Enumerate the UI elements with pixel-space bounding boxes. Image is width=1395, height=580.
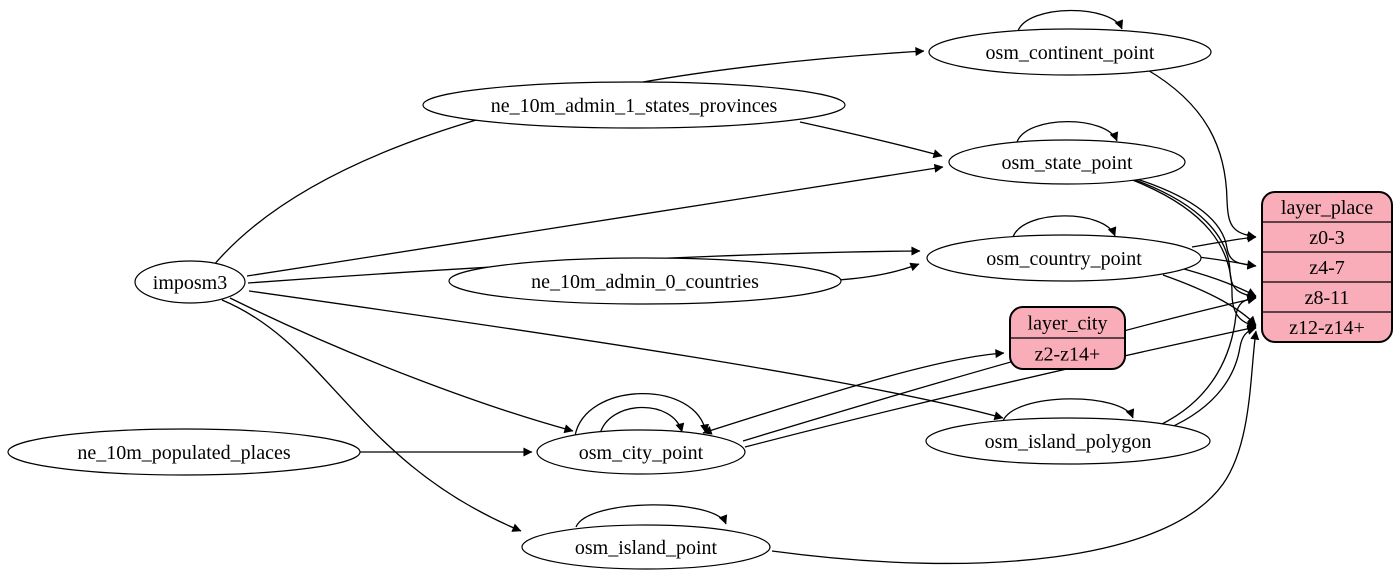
node-ne_10m_populated_places: ne_10m_populated_places — [7, 428, 361, 476]
node-label-osm_island_point: osm_island_point — [575, 537, 718, 559]
edge-imposm3-to-osm_state_point — [246, 163, 944, 277]
edge-osm_island_polygon-to-layer_place-z8-11 — [1159, 294, 1257, 426]
self-loop-edge-osm_city_point — [599, 406, 685, 435]
edge-osm_country_point-to-layer_place-z12-z14+ — [1162, 274, 1257, 326]
node-osm_state_point: osm_state_point — [948, 139, 1186, 185]
self-loop-edge-osm_island_point — [575, 504, 728, 528]
edge-osm_state_point-to-layer_place-z8-11 — [1126, 176, 1257, 301]
node-shape-osm_island_polygon — [925, 417, 1211, 465]
node-label-ne_10m_admin_0_countries: ne_10m_admin_0_countries — [531, 271, 759, 293]
node-label-osm_city_point: osm_city_point — [579, 442, 704, 464]
node-shape-osm_continent_point — [928, 28, 1212, 76]
record-row-layer_city-z2-z14+: z2-z14+ — [1035, 344, 1101, 366]
edge-osm_city_point-to-layer_city-z2-z14+ — [702, 349, 1005, 435]
node-osm_island_point: osm_island_point — [521, 524, 771, 570]
nodes-group: imposm3 ne_10m_admin_1_states_provincesne… — [7, 28, 1393, 570]
edge-ne_10m_admin_1_states_provinces-to-osm_state_point — [799, 121, 943, 159]
edge-osm_country_point-to-layer_place-z8-11 — [1183, 268, 1257, 297]
self-loop-edge-osm_state_point — [1016, 120, 1119, 143]
edge-osm_city_point-to-layer_place-z8-11 — [742, 295, 1257, 442]
edge-osm_country_point-to-layer_place-z0-3 — [1191, 233, 1257, 248]
node-shape-osm_state_point — [948, 139, 1186, 185]
record-row-layer_place-z12-z14+: z12-z14+ — [1289, 317, 1365, 339]
edge-imposm3-to-osm_island_polygon — [248, 290, 1004, 421]
node-shape-ne_10m_admin_1_states_provinces — [422, 81, 846, 129]
record-title-layer_city: layer_city — [1028, 313, 1108, 335]
edges-group — [212, 9, 1260, 565]
edge-osm_state_point-to-layer_place-z4-7 — [1123, 174, 1257, 270]
node-label-ne_10m_populated_places: ne_10m_populated_places — [77, 442, 290, 464]
node-ne_10m_admin_0_countries: ne_10m_admin_0_countries — [448, 257, 842, 305]
record-node-layer_city: layer_city z2-z14+ — [1009, 306, 1126, 370]
node-shape-osm_city_point — [536, 429, 746, 475]
self-loop-edge-osm_continent_point — [1017, 9, 1123, 32]
edge-ne_10m_admin_0_countries-to-osm_country_point — [837, 262, 920, 281]
node-label-osm_state_point: osm_state_point — [1001, 152, 1133, 174]
record-row-layer_place-z8-11: z8-11 — [1305, 287, 1350, 309]
node-shape-osm_island_point — [521, 524, 771, 570]
self-loop-edge-osm_country_point — [1012, 215, 1117, 238]
self-loop-edge-osm_island_polygon — [1002, 398, 1135, 422]
self-loop-edge-osm_city_point — [574, 393, 710, 437]
node-shape-ne_10m_populated_places — [7, 428, 361, 476]
node-label-ne_10m_admin_1_states_provinces: ne_10m_admin_1_states_provinces — [491, 95, 778, 117]
node-imposm3: imposm3 — [134, 260, 246, 304]
record-row-layer_place-z0-3: z0-3 — [1309, 227, 1345, 249]
node-ne_10m_admin_1_states_provinces: ne_10m_admin_1_states_provinces — [422, 81, 846, 129]
node-shape-osm_country_point — [926, 234, 1202, 282]
node-label-imposm3: imposm3 — [153, 272, 227, 294]
node-label-osm_continent_point: osm_continent_point — [986, 42, 1155, 64]
node-osm_island_polygon: osm_island_polygon — [925, 417, 1211, 465]
record-shape-layer_place — [1261, 191, 1393, 343]
record-title-layer_place: layer_place — [1281, 197, 1373, 219]
edge-osm_island_point-to-layer_place-z12-z14+ — [771, 330, 1260, 565]
node-shape-imposm3 — [134, 260, 246, 304]
edge-osm_island_polygon-to-layer_place-z12-z14+ — [1166, 326, 1257, 430]
node-label-osm_country_point: osm_country_point — [986, 248, 1142, 270]
node-osm_country_point: osm_country_point — [926, 234, 1202, 282]
edge-imposm3-to-osm_city_point — [229, 297, 574, 434]
edge-imposm3-to-osm_island_point — [221, 299, 522, 532]
node-osm_city_point: osm_city_point — [536, 429, 746, 475]
node-label-osm_island_polygon: osm_island_polygon — [985, 431, 1152, 453]
edge-osm_state_point-to-layer_place-z12-z14+ — [1129, 178, 1257, 329]
edge-osm_city_point-to-layer_place-z12-z14+ — [744, 324, 1257, 448]
record-row-layer_place-z4-7: z4-7 — [1309, 257, 1345, 279]
node-osm_continent_point: osm_continent_point — [928, 28, 1212, 76]
edge-osm_continent_point-to-layer_place-z0-3 — [1145, 68, 1257, 241]
record-node-layer_place: layer_place z0-3 z4-7 z8-11 z12-z14+ — [1261, 191, 1393, 343]
edge-imposm3-to-osm_continent_point — [212, 47, 925, 267]
node-shape-ne_10m_admin_0_countries — [448, 257, 842, 305]
